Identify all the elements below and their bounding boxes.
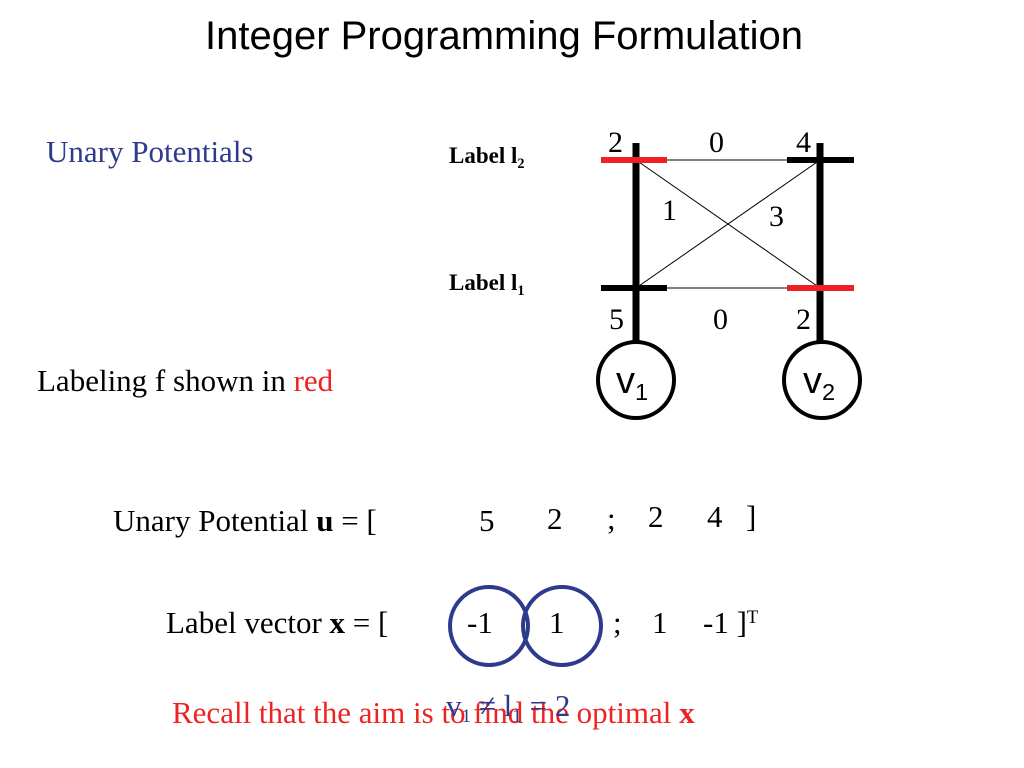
unary-close: ] bbox=[746, 499, 757, 534]
node-v1-label: v1 bbox=[616, 360, 649, 406]
weight-top-left: 2 bbox=[608, 126, 623, 159]
unary-value-1: 5 bbox=[479, 503, 495, 538]
overlay-annotation: v1 ≠ l1 = 2 bbox=[446, 688, 571, 728]
labelvec-value-3: 1 bbox=[652, 605, 668, 640]
edge-cross-up bbox=[635, 159, 821, 289]
unary-value-2: 2 bbox=[547, 501, 563, 536]
labelvec-value-2: 1 bbox=[549, 605, 565, 640]
section-heading: Unary Potentials bbox=[46, 134, 254, 169]
weight-top-right: 4 bbox=[796, 126, 811, 159]
highlight-circle-1 bbox=[448, 585, 530, 667]
weight-bottom-left: 5 bbox=[609, 303, 624, 336]
recall-statement: Recall that the aim is to find the optim… bbox=[172, 695, 695, 730]
labelvec-separator: ; bbox=[613, 605, 622, 640]
labelvec-value-1: -1 bbox=[467, 605, 493, 640]
weight-cross-left: 1 bbox=[662, 194, 677, 227]
weight-bottom-right: 2 bbox=[796, 303, 811, 336]
unary-separator: ; bbox=[607, 501, 616, 536]
weight-bottom-middle: 0 bbox=[713, 303, 728, 336]
label-l2: Label l2 bbox=[449, 143, 525, 172]
weight-top-middle: 0 bbox=[709, 126, 724, 159]
unary-prefix: Unary Potential u = [ bbox=[113, 503, 377, 538]
label-l1: Label l1 bbox=[449, 270, 525, 299]
labelvec-value-4: -1 ]T bbox=[703, 605, 759, 640]
labeling-caption: Labeling f shown in red bbox=[37, 363, 334, 398]
slide-title: Integer Programming Formulation bbox=[204, 14, 804, 58]
highlight-circle-2 bbox=[521, 585, 603, 667]
node-v2-circle bbox=[782, 340, 862, 420]
node-v1-circle bbox=[596, 340, 676, 420]
unary-value-4: 4 bbox=[707, 499, 723, 534]
node-v2-label: v2 bbox=[803, 360, 836, 406]
unary-value-3: 2 bbox=[648, 499, 664, 534]
labelvec-prefix: Label vector x = [ bbox=[166, 605, 389, 640]
weight-cross-right: 3 bbox=[769, 200, 784, 233]
